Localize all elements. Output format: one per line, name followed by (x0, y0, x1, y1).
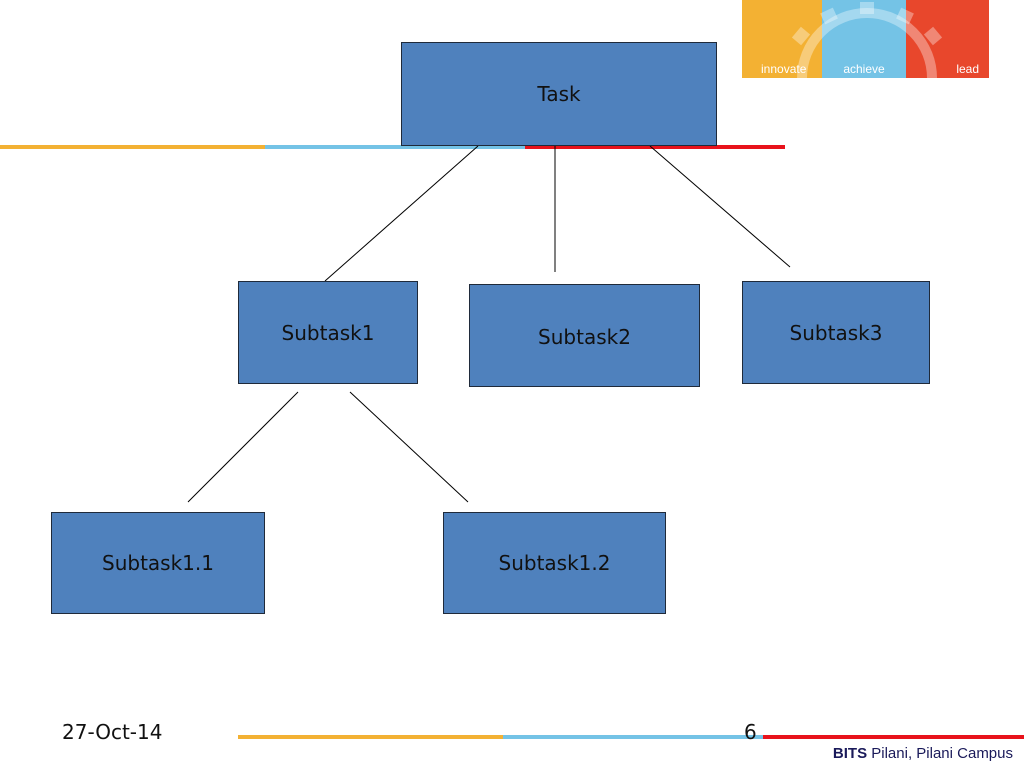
top-stripe-blue (265, 145, 525, 149)
edge-task-subtask3 (649, 145, 791, 268)
edge-task-subtask1 (324, 145, 479, 282)
node-subtask1-1: Subtask1.1 (51, 512, 265, 614)
bits-logo: innovate achieve lead (742, 0, 989, 78)
top-stripe-red (525, 145, 785, 149)
logo-word-achieve: achieve (822, 0, 906, 78)
campus-rest: Pilani, Pilani Campus (867, 745, 1013, 762)
node-subtask2: Subtask2 (469, 284, 700, 387)
bottom-stripe-blue (503, 735, 763, 739)
edge-subtask1-subtask1-2 (349, 391, 469, 503)
footer-date: 27-Oct-14 (62, 720, 163, 744)
node-task: Task (401, 42, 717, 146)
edge-subtask1-subtask1-1 (187, 391, 299, 503)
top-stripe-orange (0, 145, 265, 149)
bottom-stripe-orange (238, 735, 503, 739)
page-number: 6 (744, 720, 757, 744)
node-subtask1: Subtask1 (238, 281, 418, 384)
campus-label: BITS Pilani, Pilani Campus (833, 745, 1013, 762)
bottom-stripe-red (763, 735, 1024, 739)
campus-bold: BITS (832, 745, 868, 762)
logo-word-innovate: innovate (742, 0, 822, 78)
node-subtask3: Subtask3 (742, 281, 930, 384)
logo-word-lead: lead (906, 0, 989, 78)
node-subtask1-2: Subtask1.2 (443, 512, 666, 614)
